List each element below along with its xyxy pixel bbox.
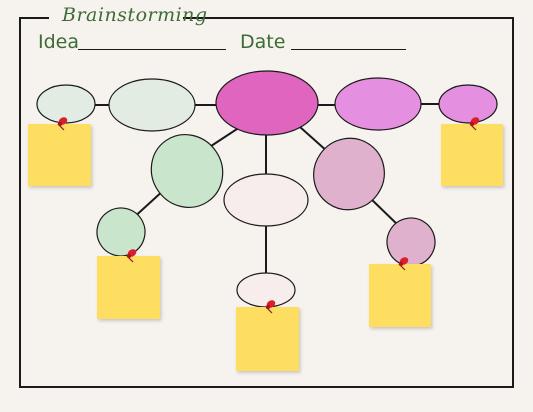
- date-field[interactable]: [291, 49, 406, 50]
- sticky-note-top-right[interactable]: [441, 124, 503, 186]
- pushpin-icon: [469, 117, 480, 131]
- pushpin-icon: [57, 117, 68, 131]
- far-right-bubble[interactable]: [378, 209, 444, 275]
- right-inner-bubble[interactable]: [334, 77, 422, 131]
- center-bubble[interactable]: [215, 70, 319, 136]
- pushpin-icon: [126, 249, 137, 263]
- idea-label: Idea: [38, 31, 79, 53]
- connector-far-right: [367, 195, 400, 227]
- title-gap: [49, 8, 183, 26]
- worksheet-frame: [19, 17, 514, 388]
- left-inner-bubble[interactable]: [108, 78, 196, 132]
- sticky-note-bottom-center[interactable]: [236, 307, 299, 371]
- worksheet-title: Brainstorming: [62, 4, 208, 26]
- sticky-note-bottom-right[interactable]: [369, 264, 431, 327]
- sticky-note-top-left[interactable]: [28, 124, 91, 186]
- date-label: Date: [240, 31, 286, 53]
- connector-lower-right: [299, 126, 329, 153]
- lower-right-bubble[interactable]: [300, 124, 399, 223]
- lower-center-bubble[interactable]: [223, 173, 309, 227]
- idea-field[interactable]: [78, 49, 226, 50]
- pushpin-icon: [265, 300, 276, 314]
- pushpin-icon: [398, 257, 409, 271]
- bottom-bubble[interactable]: [236, 272, 296, 308]
- left-outer-bubble[interactable]: [36, 84, 96, 124]
- right-outer-bubble[interactable]: [438, 84, 498, 124]
- sticky-note-bottom-left[interactable]: [97, 256, 160, 319]
- lower-left-bubble[interactable]: [137, 121, 237, 222]
